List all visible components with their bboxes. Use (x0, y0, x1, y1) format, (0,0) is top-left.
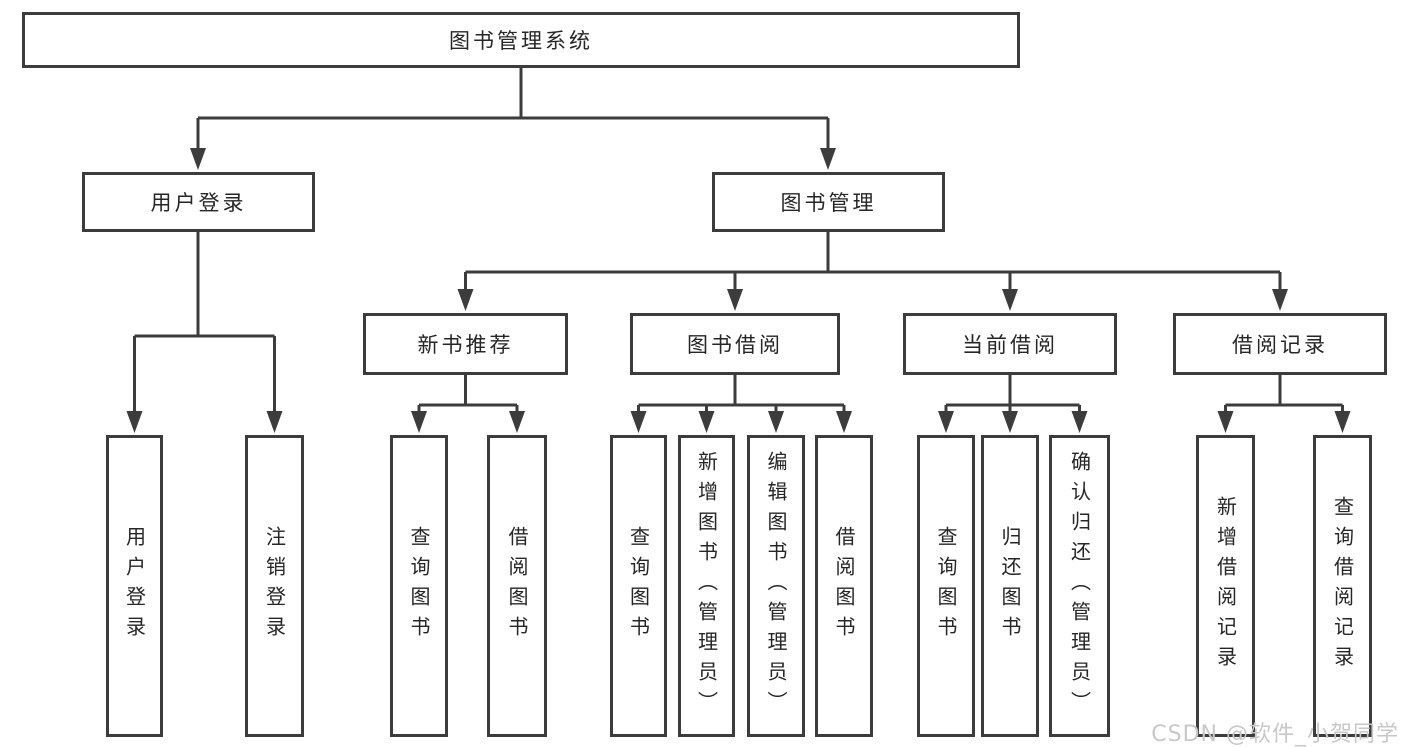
leaf-return-books-label: 归还图书 (998, 526, 1022, 646)
leaf-search-books-recommend-label: 查询图书 (407, 526, 431, 646)
leaf-edit-book-admin-label: 编辑图书（管理员） (764, 451, 788, 721)
node-user-login: 用户登录 (82, 172, 315, 232)
leaf-add-book-admin: 新增图书（管理员） (678, 435, 735, 737)
node-library-management-system: 图书管理系统 (22, 12, 1020, 68)
leaf-user-login: 用户登录 (106, 435, 163, 737)
leaf-search-borrow-record-label: 查询借阅记录 (1330, 496, 1355, 676)
leaf-search-books-borrowing-label: 查询图书 (626, 526, 651, 646)
leaf-logout-label: 注销登录 (262, 526, 287, 646)
leaf-search-borrow-record: 查询借阅记录 (1313, 435, 1372, 737)
node-current-borrowing: 当前借阅 (903, 313, 1117, 375)
leaf-add-borrow-record-label: 新增借阅记录 (1213, 496, 1238, 676)
leaf-add-borrow-record: 新增借阅记录 (1196, 435, 1255, 737)
leaf-confirm-return-admin: 确认归还（管理员） (1049, 435, 1110, 737)
node-book-management: 图书管理 (712, 172, 945, 232)
leaf-borrow-books-recommend-label: 借阅图书 (505, 526, 529, 646)
leaf-edit-book-admin: 编辑图书（管理员） (747, 435, 805, 737)
leaf-borrow-books-borrowing-label: 借阅图书 (832, 526, 856, 646)
leaf-search-books-borrowing: 查询图书 (610, 435, 667, 737)
leaf-borrow-books-recommend: 借阅图书 (487, 435, 547, 737)
leaf-user-login-label: 用户登录 (122, 526, 147, 646)
leaf-add-book-admin-label: 新增图书（管理员） (694, 451, 719, 721)
leaf-borrow-books-borrowing: 借阅图书 (815, 435, 873, 737)
leaf-return-books: 归还图书 (981, 435, 1039, 737)
node-new-book-recommendation: 新书推荐 (363, 313, 568, 375)
leaf-search-books-recommend: 查询图书 (390, 435, 448, 737)
watermark: CSDN @软件_小贺同学 (1151, 722, 1399, 747)
leaf-search-books-current-label: 查询图书 (934, 526, 958, 646)
node-borrowing-records: 借阅记录 (1173, 313, 1387, 375)
node-book-borrowing: 图书借阅 (630, 313, 840, 375)
leaf-logout: 注销登录 (245, 435, 304, 737)
leaf-search-books-current: 查询图书 (917, 435, 975, 737)
leaf-confirm-return-admin-label: 确认归还（管理员） (1067, 451, 1092, 721)
